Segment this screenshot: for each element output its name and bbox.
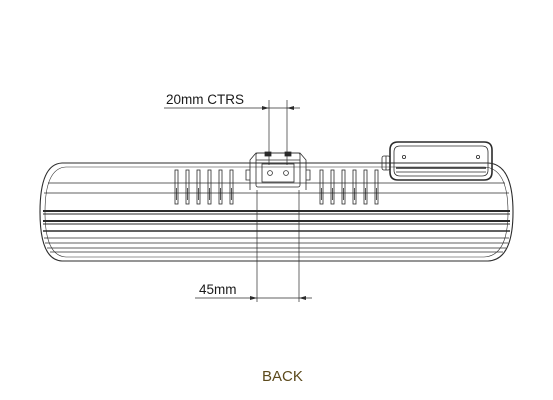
mounting-bracket <box>245 151 311 190</box>
view-label: BACK <box>262 368 303 385</box>
dimension-label-45mm: 45mm <box>199 282 237 297</box>
light-bar-body <box>39 162 514 262</box>
dimension-top <box>164 100 300 165</box>
cooling-slots-left <box>174 169 234 205</box>
cable-connector <box>381 141 493 181</box>
dimension-label-20mm: 20mm CTRS <box>166 92 244 107</box>
cooling-slots-right <box>319 169 379 205</box>
